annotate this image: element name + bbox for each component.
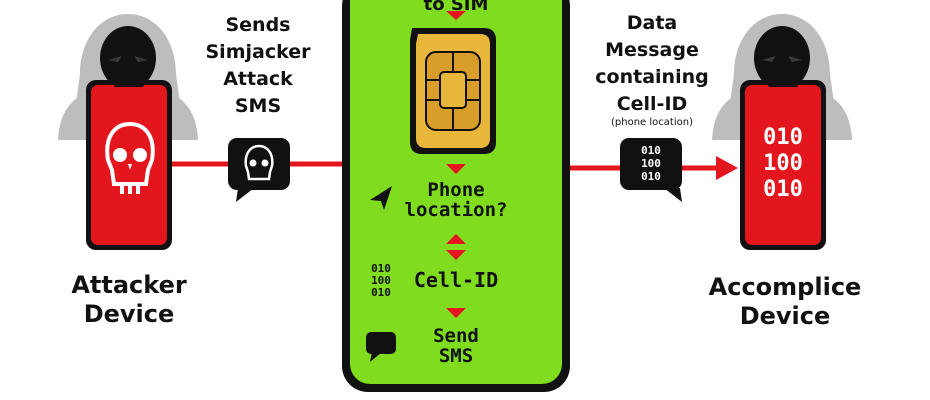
attack-caption-line: Sends bbox=[225, 14, 290, 36]
flow-arrow-down bbox=[446, 308, 466, 318]
exfil-data-bubble: 010 100 010 bbox=[620, 138, 682, 202]
attack-caption-line: SMS bbox=[235, 95, 281, 117]
flow-arrow-down bbox=[446, 164, 466, 174]
victim-phone bbox=[342, 0, 570, 392]
bubble-skull-icon bbox=[244, 144, 274, 181]
accomplice-device-label: Device bbox=[740, 302, 831, 330]
send-sms-label: SMS bbox=[439, 345, 473, 367]
attack-caption-line: Simjacker bbox=[206, 41, 312, 63]
exfil-caption-line: containing bbox=[595, 66, 708, 88]
accomplice-device: 010 100 010 bbox=[740, 80, 826, 250]
attack-caption-line: Attack bbox=[223, 68, 293, 90]
exfil-caption-line: Message bbox=[605, 39, 699, 61]
attacker-device-label: Attacker bbox=[71, 271, 187, 299]
cell-binary-line: 010 bbox=[371, 262, 391, 275]
bubble-binary-line: 010 bbox=[641, 170, 661, 183]
cell-id-label: Cell-ID bbox=[414, 268, 498, 292]
exfil-caption-note: (phone location) bbox=[611, 117, 693, 128]
flow-arrow-down bbox=[446, 11, 466, 20]
sim-card-icon bbox=[410, 28, 496, 154]
exfil-caption: Data Message containing Cell-ID (phone l… bbox=[595, 12, 708, 128]
accomplice-device-label: Accomplice bbox=[709, 273, 862, 301]
phone-top-text: to SIM bbox=[424, 0, 489, 15]
skull-icon bbox=[105, 121, 155, 194]
phone-location-question: Phone bbox=[427, 179, 484, 201]
exfil-caption-line: Data bbox=[627, 12, 678, 34]
exfil-arrowhead bbox=[716, 156, 738, 180]
attack-caption: Sends Simjacker Attack SMS bbox=[206, 14, 312, 117]
cell-binary-line: 100 bbox=[371, 274, 391, 287]
victim-phone-screen bbox=[350, 0, 562, 384]
screen-binary-line: 100 bbox=[763, 151, 803, 176]
speech-bubble-icon bbox=[366, 332, 396, 362]
bubble-binary-line: 100 bbox=[641, 157, 661, 170]
screen-binary-line: 010 bbox=[763, 177, 803, 202]
phone-location-question: location? bbox=[405, 199, 508, 221]
attack-sms-bubble bbox=[228, 138, 290, 202]
screen-binary-line: 010 bbox=[763, 125, 803, 150]
cell-binary-line: 010 bbox=[371, 286, 391, 299]
attacker-device-label: Device bbox=[84, 300, 175, 328]
navigation-arrow-icon bbox=[370, 186, 392, 210]
send-sms-label: Send bbox=[433, 325, 479, 347]
bubble-binary-line: 010 bbox=[641, 144, 661, 157]
exfil-caption-line: Cell-ID bbox=[617, 93, 688, 115]
flow-arrow-up bbox=[446, 234, 466, 244]
flow-arrow-down bbox=[446, 250, 466, 260]
